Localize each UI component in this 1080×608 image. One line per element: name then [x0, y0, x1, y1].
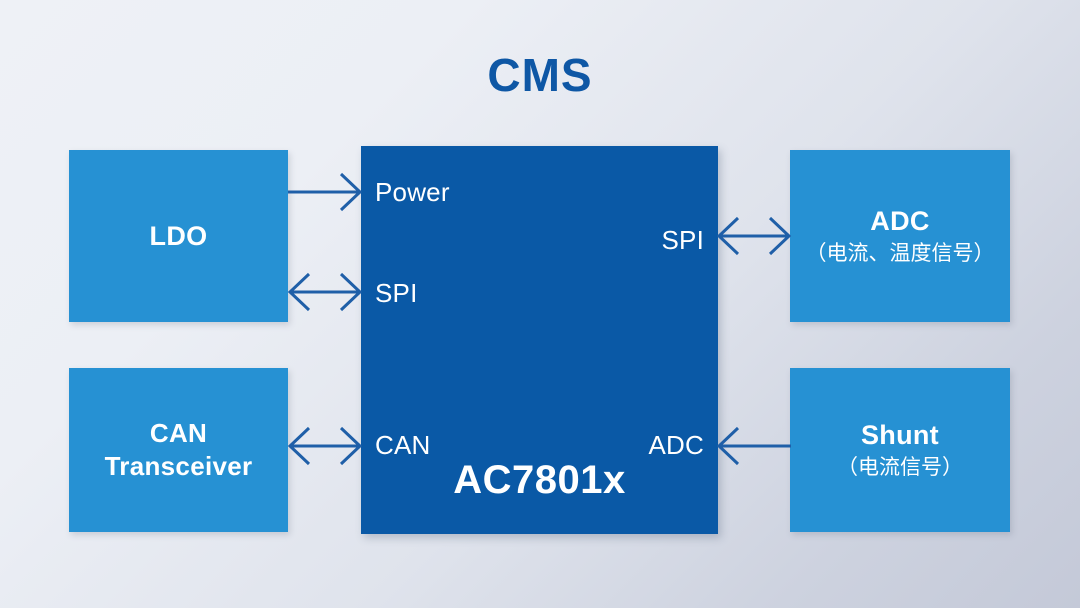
pin-label-spi-left: SPI [375, 278, 418, 308]
node-shunt-subtitle: （电流信号） [837, 455, 963, 479]
mcu-part-number: AC7801x [453, 458, 626, 502]
node-shunt-title: Shunt [861, 420, 939, 451]
page-title: CMS [487, 49, 593, 101]
node-ldo-title: LDO [149, 220, 208, 251]
node-can-transceiver[interactable]: CAN Transceiver [69, 368, 288, 532]
node-ldo[interactable]: LDO [69, 150, 288, 322]
connector-can-transceiver-to-can-arrow-icon [287, 426, 363, 466]
node-can-transceiver-title-line1: CAN [149, 417, 208, 448]
node-adc[interactable]: ADC （电流、温度信号） [790, 150, 1010, 322]
pin-label-adc-right: ADC [648, 430, 704, 460]
connector-spi-to-adc-arrow-icon [716, 216, 792, 256]
connector-ldo-to-spi-arrow-icon [287, 272, 363, 312]
node-adc-title: ADC [870, 206, 930, 237]
connector-shunt-to-adc-arrow-icon [716, 426, 791, 466]
node-can-transceiver-title-line2: Transceiver [104, 451, 253, 481]
node-shunt[interactable]: Shunt （电流信号） [790, 368, 1010, 532]
node-mcu-ac7801x[interactable]: Power SPI CAN SPI ADC AC7801x [361, 146, 718, 534]
connector-ldo-to-power-arrow-icon [288, 172, 363, 212]
pin-label-power: Power [375, 177, 450, 207]
pin-label-spi-right: SPI [661, 225, 704, 255]
node-adc-subtitle: （电流、温度信号） [805, 241, 995, 265]
pin-label-can: CAN [375, 430, 431, 460]
